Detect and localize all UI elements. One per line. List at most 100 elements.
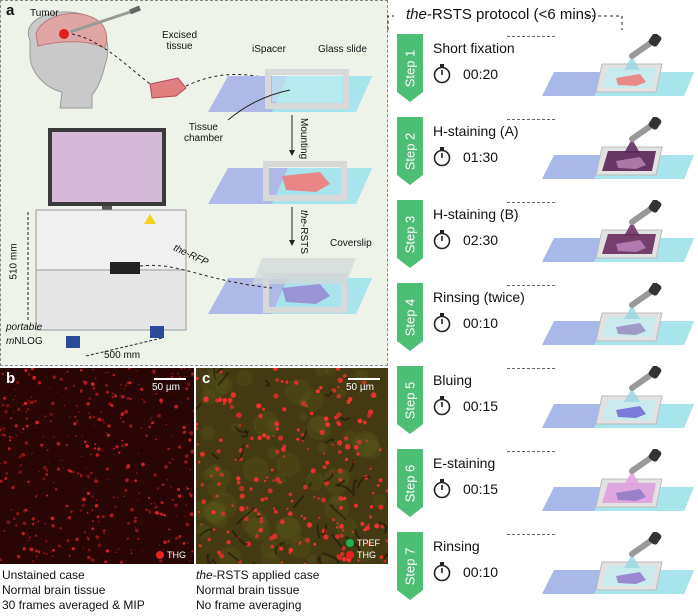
step-name: H-staining (B) [433, 206, 519, 222]
step-time: 01:30 [463, 149, 499, 165]
step-label: Step 7 [402, 547, 418, 585]
caption-b: Unstained case Normal brain tissue 30 fr… [2, 568, 145, 613]
step-arrow [397, 283, 423, 351]
legend-dot-tpef [346, 539, 354, 547]
panel-letter-c: c [202, 370, 211, 387]
head-illustration [27, 5, 141, 109]
step-arrow [397, 366, 423, 434]
stopwatch-icon [433, 396, 451, 416]
step-time: 00:15 [463, 398, 499, 414]
label-tissue-chamber: Tissue chamber [184, 122, 223, 144]
label-the-rsts: the-RSTS [298, 210, 309, 254]
step-divider [507, 285, 555, 286]
slide-setup-1 [208, 69, 372, 112]
excised-tissue [149, 77, 187, 99]
label-ispacer: iSpacer [252, 44, 286, 55]
step-divider [507, 368, 555, 369]
label-glass-slide: Glass slide [318, 44, 367, 55]
caption-c-line-2: Normal brain tissue [196, 583, 300, 597]
stopwatch-icon [433, 479, 451, 499]
step-name: E-staining [433, 455, 496, 471]
stopwatch-icon [433, 64, 451, 84]
legend-b: THG [156, 550, 186, 560]
label-mounting: Mounting [298, 118, 309, 160]
caption-c-line-3: No frame averaging [196, 598, 302, 612]
step-label: Step 1 [402, 49, 418, 87]
caption-b-line-2: Normal brain tissue [2, 583, 106, 597]
step-divider [507, 119, 555, 120]
step-slide-illustration [542, 283, 694, 345]
step-label: Step 5 [402, 381, 418, 419]
step-time: 00:15 [463, 481, 499, 497]
step-slide-illustration [542, 200, 694, 262]
step-time: 02:30 [463, 232, 499, 248]
label-coverslip: Coverslip [330, 238, 372, 249]
step-time: 00:10 [463, 315, 499, 331]
caption-b-line-3: 30 frames averaged & MIP [2, 598, 145, 612]
protocol-step-7: Step 7 Rinsing 00:10 [395, 532, 698, 605]
scale-bar-b [154, 378, 186, 380]
step-divider [507, 202, 555, 203]
stopwatch-icon [433, 230, 451, 250]
step-label: Step 6 [402, 464, 418, 502]
stopwatch-icon [433, 313, 451, 333]
scale-bar-c [348, 378, 380, 380]
legend-label-tpef: TPEF [357, 538, 381, 548]
step-divider [507, 451, 555, 452]
protocol-step-5: Step 5 Bluing 00:15 [395, 366, 698, 439]
label-tumor: Tumor [30, 8, 59, 19]
stopwatch-icon [433, 147, 451, 167]
panel-a-illustration [27, 5, 372, 357]
step-divider [507, 534, 555, 535]
protocol-step-4: Step 4 Rinsing (twice) 00:10 [395, 283, 698, 356]
panel-b-image: b 50 µm THG [0, 368, 194, 564]
panel-letter-b: b [6, 370, 16, 387]
label-mnlog: mNLOG [6, 336, 43, 347]
step-slide-illustration [542, 532, 694, 594]
legend-c-tpef: TPEF [346, 538, 380, 548]
legend-dot-thg-c [346, 551, 354, 559]
panel-b-specks [0, 368, 194, 564]
step-arrow [397, 449, 423, 517]
legend-dot-thg [156, 551, 164, 559]
step-name: Bluing [433, 372, 472, 388]
step-name: Rinsing (twice) [433, 289, 525, 305]
label-excised-tissue: Excised tissue [162, 30, 198, 52]
step-slide-illustration [542, 366, 694, 428]
step-name: H-staining (A) [433, 123, 519, 139]
step-arrow [397, 532, 423, 600]
protocol-title: the-RSTS protocol (<6 mins) [406, 6, 597, 23]
scale-text-b: 50 µm [152, 382, 180, 393]
panel-a: a [0, 0, 388, 366]
protocol-connector [387, 15, 623, 30]
panel-letter-a: a [6, 2, 15, 19]
step-slide-illustration [542, 449, 694, 511]
step-arrow [397, 34, 423, 102]
caption-c-line-1: the-RSTS applied case [196, 568, 320, 582]
label-dim-500: 500 mm [104, 350, 141, 361]
slide-setup-2 [208, 161, 372, 204]
panel-c-specks [196, 368, 388, 564]
stopwatch-icon [433, 562, 451, 582]
mnlog-device [35, 128, 187, 348]
protocol-step-3: Step 3 H-staining (B) 02:30 [395, 200, 698, 273]
protocol-step-2: Step 2 H-staining (A) 01:30 [395, 117, 698, 190]
legend-label-thg: THG [167, 550, 186, 560]
label-dim-510: 510 mm [8, 243, 20, 280]
step-slide-illustration [542, 117, 694, 179]
caption-c: the-RSTS applied case Normal brain tissu… [196, 568, 319, 613]
step-time: 00:20 [463, 66, 499, 82]
legend-label-thg-c: THG [357, 550, 376, 560]
step-label: Step 2 [402, 132, 418, 170]
legend-c-thg: THG [346, 550, 376, 560]
step-time: 00:10 [463, 564, 499, 580]
step-divider [507, 36, 555, 37]
label-portable: portable [6, 322, 43, 333]
step-label: Step 4 [402, 298, 418, 336]
protocol-step-1: Step 1 Short fixation 00:20 [395, 34, 698, 107]
step-slide-illustration [542, 34, 694, 96]
step-label: Step 3 [402, 215, 418, 253]
step-arrow [397, 117, 423, 185]
slide-setup-3 [208, 258, 372, 314]
protocol-step-6: Step 6 E-staining 00:15 [395, 449, 698, 522]
